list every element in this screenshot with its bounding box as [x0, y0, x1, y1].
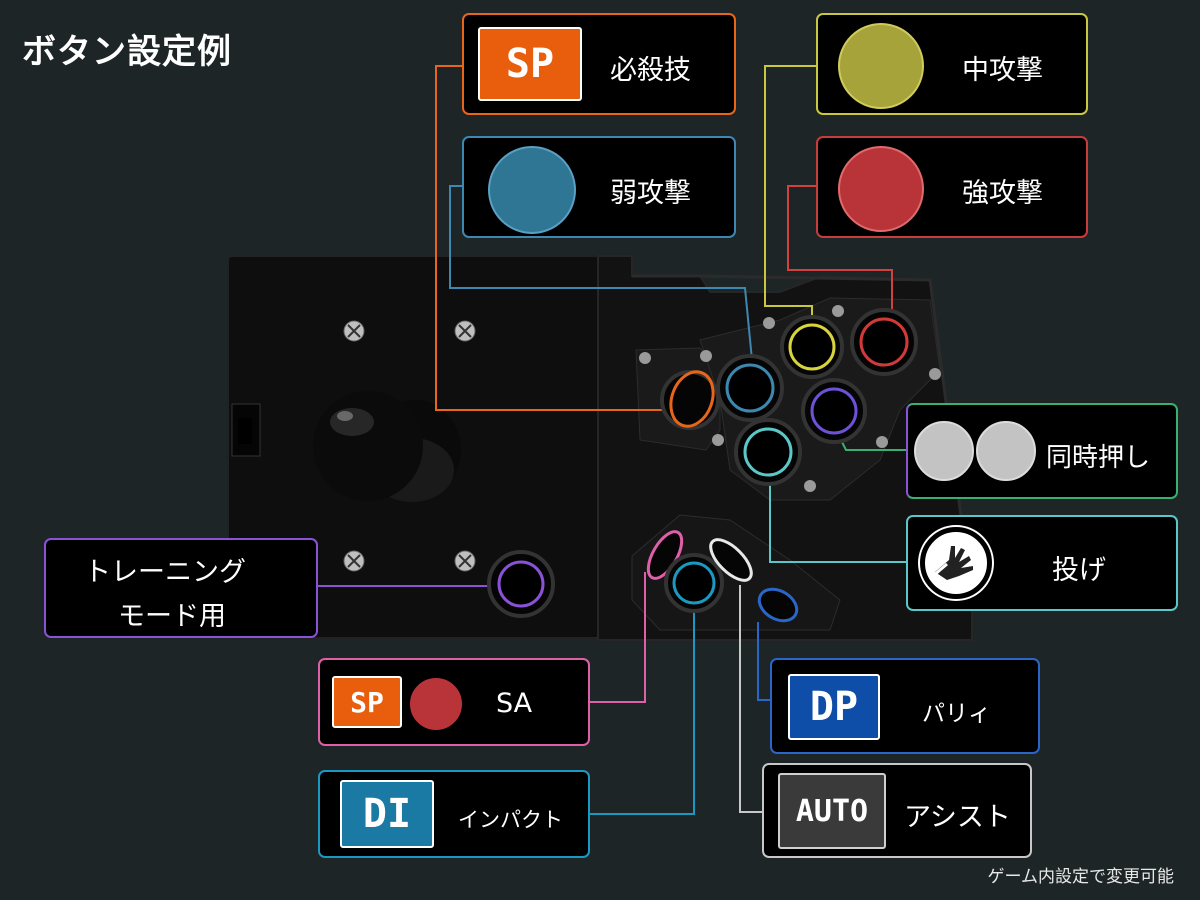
medium-button-icon: [838, 23, 924, 109]
sp-badge: SP: [332, 676, 402, 728]
grey-button-icon: [976, 421, 1036, 481]
label-assist: AUTO アシスト: [762, 763, 1032, 858]
label-training-mode: トレーニング モード用: [44, 538, 318, 638]
label-strong-attack-text: 強攻撃: [962, 178, 1043, 209]
dp-badge: DP: [788, 674, 880, 740]
page-title: ボタン設定例: [22, 32, 232, 72]
label-medium-attack: 中攻撃: [816, 13, 1088, 115]
label-simultaneous-press: 同時押し: [906, 403, 1178, 499]
label-throw: 投げ: [906, 515, 1178, 611]
label-super-art-text: SA: [496, 688, 533, 719]
label-drive-impact-text: インパクト: [458, 808, 563, 832]
label-special-move: SP 必殺技: [462, 13, 736, 115]
label-assist-text: アシスト: [904, 802, 1011, 833]
label-drive-parry: DP パリィ: [770, 658, 1040, 754]
sp-badge: SP: [478, 27, 582, 101]
label-weak-attack-text: 弱攻撃: [610, 178, 691, 209]
label-medium-attack-text: 中攻撃: [962, 55, 1043, 86]
label-throw-text: 投げ: [1052, 555, 1106, 586]
label-drive-parry-text: パリィ: [922, 701, 991, 727]
label-weak-attack: 弱攻撃: [462, 136, 736, 238]
small-screw-icon: [639, 305, 941, 492]
label-simultaneous-press-text: 同時押し: [1046, 443, 1151, 473]
auto-badge: AUTO: [778, 773, 886, 849]
label-strong-attack: 強攻撃: [816, 136, 1088, 238]
footnote: ゲーム内設定で変更可能: [987, 867, 1175, 887]
grey-button-icon: [914, 421, 974, 481]
label-drive-impact: DI インパクト: [318, 770, 590, 858]
hand-icon: [920, 527, 992, 599]
di-badge: DI: [340, 780, 434, 848]
label-training-mode-line2: モード用: [118, 601, 226, 632]
weak-button-icon: [488, 146, 576, 234]
arcade-button: [487, 308, 918, 623]
label-special-move-text: 必殺技: [610, 55, 691, 86]
label-super-art: SP SA: [318, 658, 590, 746]
label-training-mode-line1: トレーニング: [84, 557, 246, 588]
joystick-ball: [313, 391, 423, 501]
strong-button-icon: [838, 146, 924, 232]
red-button-icon: [410, 678, 462, 730]
